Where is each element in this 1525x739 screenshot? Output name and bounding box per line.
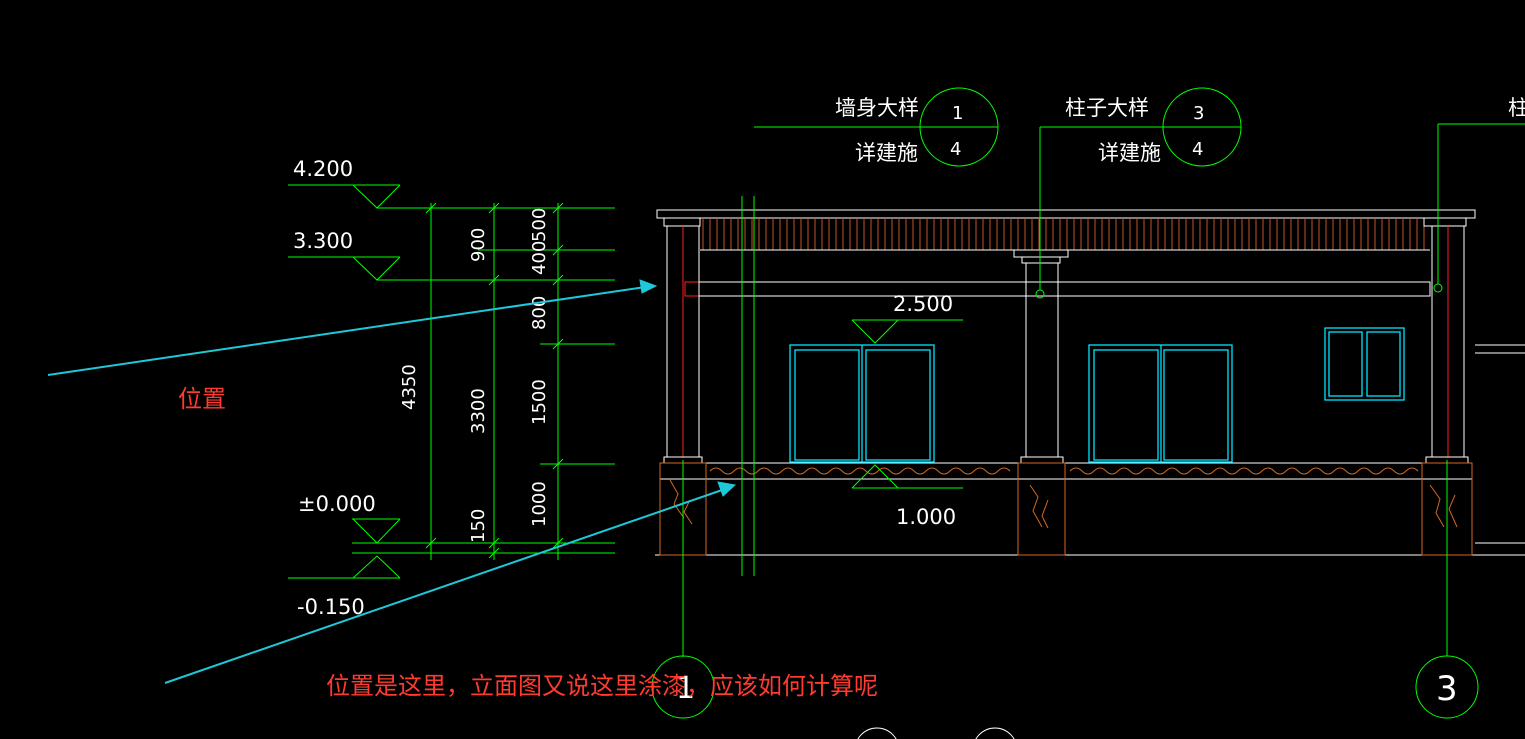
axis-lines [651, 460, 1479, 739]
elevation-4200: 4.200 [293, 157, 353, 181]
wall-detail-sheet: 4 [950, 139, 961, 160]
column-detail-callout [1035, 87, 1242, 299]
column-detail-label: 柱子大样 [1065, 96, 1149, 120]
section-cut-lines [741, 196, 755, 576]
dim-1000: 1000 [529, 481, 550, 527]
elevation-0000: ±0.000 [298, 492, 376, 516]
dim-150: 150 [468, 509, 489, 543]
wall-detail-label: 墙身大样 [835, 96, 919, 120]
column-detail-number: 3 [1193, 103, 1204, 124]
wall-detail-callout [754, 87, 999, 167]
axis-label-1: 1 [676, 671, 695, 706]
elevation-2500: 2.500 [893, 292, 953, 316]
inner-elevation-markers [851, 319, 963, 489]
elevation-1000: 1.000 [896, 505, 956, 529]
annotation-arrows [47, 279, 737, 684]
wall-detail-ref: 详建施 [855, 141, 918, 165]
column-detail-sheet: 4 [1192, 139, 1203, 160]
wall-detail-number: 1 [952, 103, 963, 124]
axis-label-3: 3 [1436, 669, 1458, 709]
annotation-position-label: 位置 [178, 385, 226, 413]
dim-1500: 1500 [529, 379, 550, 425]
column-detail-ref: 详建施 [1098, 141, 1161, 165]
dimension-lines [425, 202, 615, 560]
windows [789, 327, 1405, 463]
dim-500: 500 [529, 208, 550, 242]
elevation-3300: 3.300 [293, 229, 353, 253]
dim-3300: 3300 [468, 388, 489, 434]
dim-900: 900 [468, 228, 489, 262]
building-elevation [655, 209, 1525, 556]
dim-400: 400 [529, 241, 550, 275]
right-detail-partial-label: 柱 [1508, 96, 1525, 120]
right-detail-callout [1433, 123, 1525, 293]
dim-4350: 4350 [399, 364, 420, 410]
elevation-minus-0150: -0.150 [297, 595, 365, 619]
annotation-question: 位置是这里，立面图又说这里涂漆，应该如何计算呢 [326, 672, 878, 700]
